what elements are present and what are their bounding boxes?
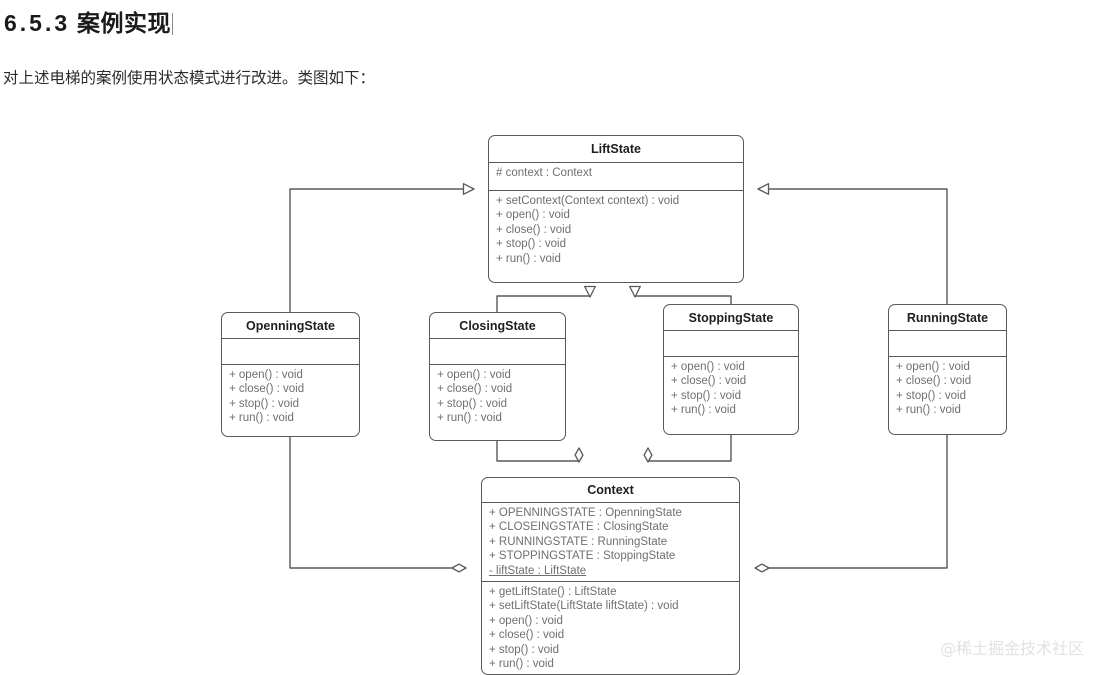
uml-operations-compartment: + open() : void + close() : void + stop(… <box>664 357 798 420</box>
uml-attributes-compartment: + OPENNINGSTATE : OpenningState + CLOSEI… <box>482 503 739 582</box>
edge-running-to-context <box>754 435 948 573</box>
uml-class-runningstate[interactable]: RunningState + open() : void + close() :… <box>888 304 1007 435</box>
uml-operation: + run() : void <box>496 252 561 265</box>
uml-operation: + stop() : void <box>671 389 741 402</box>
edge-closing-to-liftstate <box>496 285 596 312</box>
edge-stopping-to-liftstate <box>629 285 732 304</box>
edge-stopping-to-context <box>643 435 732 463</box>
edge-openning-to-context <box>289 437 467 573</box>
heading-title: 案例实现 <box>77 10 172 36</box>
uml-operation: + run() : void <box>896 404 961 417</box>
uml-operation: + open() : void <box>896 361 970 373</box>
uml-operation: + run() : void <box>437 412 502 425</box>
uml-class-name: LiftState <box>489 136 743 163</box>
uml-operations-compartment: + setContext(Context context) : void + o… <box>489 191 743 268</box>
uml-operation: + open() : void <box>671 361 745 373</box>
uml-operation: + open() : void <box>437 369 511 381</box>
uml-operation: + setContext(Context context) : void <box>496 195 680 207</box>
uml-attribute: + RUNNINGSTATE : RunningState <box>489 535 668 548</box>
uml-operation: + run() : void <box>229 412 294 425</box>
text-cursor <box>172 13 174 35</box>
uml-operations-compartment: + open() : void + close() : void + stop(… <box>222 365 359 428</box>
uml-operations-compartment: + getLiftState() : LiftState + setLiftSt… <box>482 582 739 673</box>
uml-operation: + stop() : void <box>896 389 966 402</box>
uml-operation: + stop() : void <box>229 397 299 410</box>
uml-operation: + setLiftState(LiftState liftState) : vo… <box>489 600 679 613</box>
uml-class-name: Context <box>482 478 739 503</box>
uml-attribute: + STOPPINGSTATE : StoppingState <box>489 550 676 563</box>
uml-attributes-compartment <box>222 339 359 365</box>
uml-operation: + close() : void <box>489 629 565 642</box>
uml-class-closingstate[interactable]: ClosingState + open() : void + close() :… <box>429 312 566 441</box>
uml-class-diagram: LiftState # context : Context + setConte… <box>0 108 1102 675</box>
diagram-connectors <box>289 183 948 573</box>
edge-running-to-liftstate <box>757 183 948 304</box>
page-paragraph: 对上述电梯的案例使用状态模式进行改进。类图如下： <box>3 70 376 87</box>
uml-operation: + close() : void <box>896 375 972 388</box>
uml-operation: + stop() : void <box>437 397 507 410</box>
uml-class-liftstate[interactable]: LiftState # context : Context + setConte… <box>488 135 744 283</box>
edge-closing-to-context <box>496 441 584 463</box>
uml-operation: + close() : void <box>229 383 305 396</box>
uml-operations-compartment: + open() : void + close() : void + stop(… <box>430 365 565 428</box>
uml-attribute: # context : Context <box>496 167 592 179</box>
uml-operation: + open() : void <box>496 209 570 222</box>
uml-class-name: ClosingState <box>430 313 565 339</box>
uml-attribute-static: - liftState : LiftState <box>489 564 587 577</box>
uml-attribute: + CLOSEINGSTATE : ClosingState <box>489 521 669 534</box>
uml-attributes-compartment: # context : Context <box>489 163 743 191</box>
uml-class-name: RunningState <box>889 305 1006 331</box>
uml-attribute: + OPENNINGSTATE : OpenningState <box>489 507 682 519</box>
uml-attributes-compartment <box>889 331 1006 357</box>
uml-class-name: OpenningState <box>222 313 359 339</box>
uml-operation: + run() : void <box>671 404 736 417</box>
uml-class-name: StoppingState <box>664 305 798 331</box>
page-heading: 6.5.3 案例实现 <box>4 4 174 38</box>
uml-class-stoppingstate[interactable]: StoppingState + open() : void + close() … <box>663 304 799 435</box>
uml-operation: + close() : void <box>437 383 513 396</box>
uml-operations-compartment: + open() : void + close() : void + stop(… <box>889 357 1006 420</box>
uml-attributes-compartment <box>430 339 565 365</box>
uml-operation: + stop() : void <box>496 238 566 251</box>
uml-operation: + close() : void <box>671 375 747 388</box>
site-watermark: @稀土掘金技术社区 <box>939 639 1084 658</box>
uml-operation: + run() : void <box>489 658 554 671</box>
uml-attributes-compartment <box>664 331 798 357</box>
uml-class-context[interactable]: Context + OPENNINGSTATE : OpenningState … <box>481 477 740 675</box>
uml-operation: + open() : void <box>489 614 563 627</box>
uml-operation: + getLiftState() : LiftState <box>489 586 617 598</box>
uml-operation: + close() : void <box>496 223 572 236</box>
edge-openning-to-liftstate <box>289 183 475 312</box>
uml-operation: + open() : void <box>229 369 303 381</box>
uml-operation: + stop() : void <box>489 643 559 656</box>
uml-class-openningstate[interactable]: OpenningState + open() : void + close() … <box>221 312 360 437</box>
heading-number: 6.5.3 <box>4 10 71 36</box>
